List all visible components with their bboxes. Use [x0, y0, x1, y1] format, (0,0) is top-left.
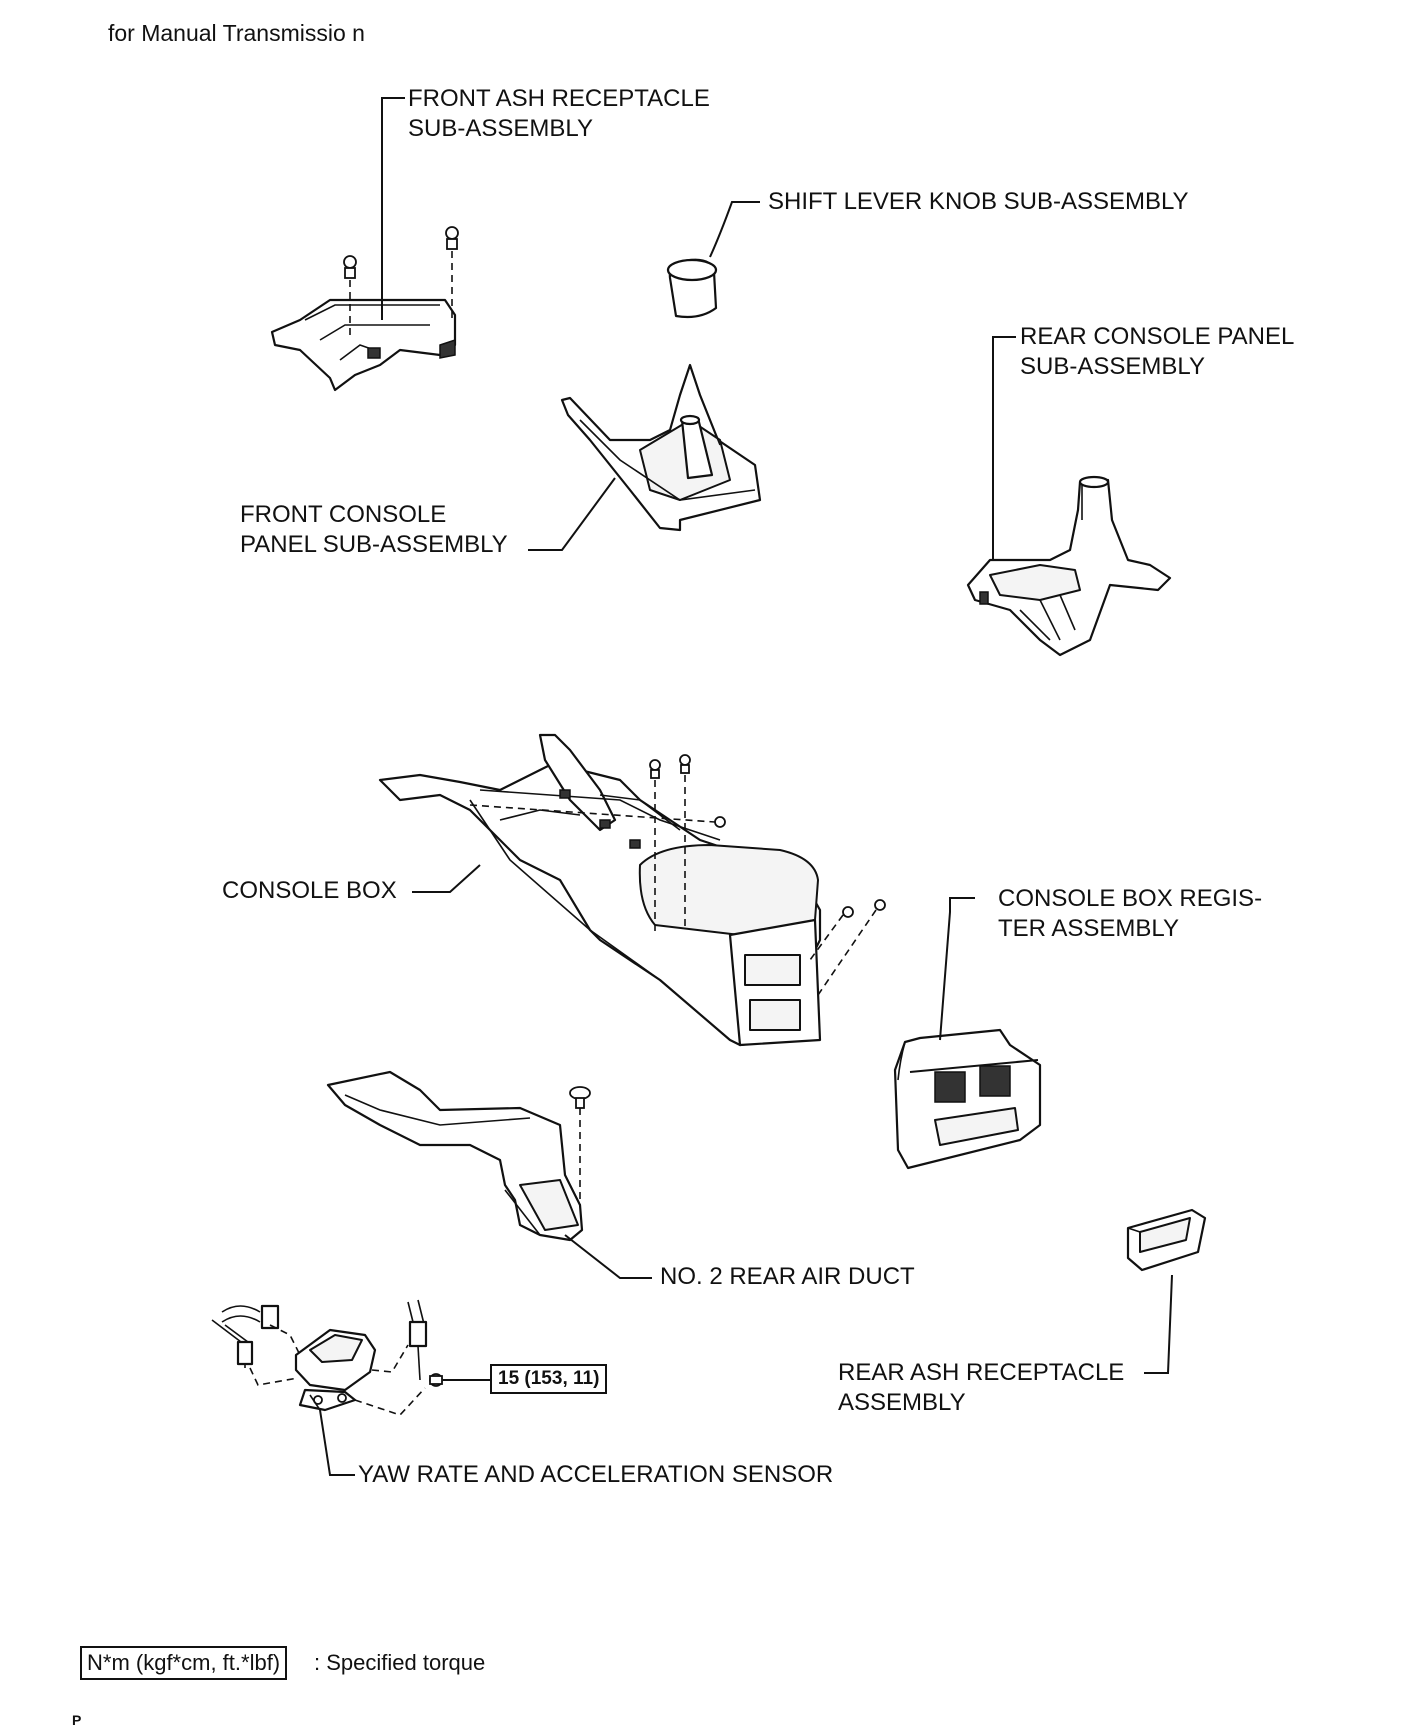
- shift-knob-leader: [709, 201, 760, 258]
- header-text: for Manual Transmissio n: [108, 20, 365, 46]
- label-yaw-rate-sensor: YAW RATE AND ACCELERATION SENSOR: [358, 1461, 834, 1488]
- label-console-box: CONSOLE BOX: [222, 877, 397, 904]
- yaw-sensor-dash-1: [269, 1324, 301, 1356]
- front-console-leader: [528, 477, 616, 551]
- console-box-register-part: [893, 1028, 1042, 1170]
- rear-ash-leader: [1144, 1274, 1173, 1374]
- front-console-panel-part: [560, 363, 762, 532]
- label-rear-ash-receptacle-line2: ASSEMBLY: [838, 1389, 966, 1416]
- yaw-rate-sensor-part: [294, 1328, 377, 1412]
- console-register-leader: [939, 897, 975, 1041]
- rear-ash-receptacle-part: [1126, 1208, 1207, 1272]
- label-no2-rear-air-duct: NO. 2 REAR AIR DUCT: [660, 1263, 915, 1290]
- torque-spec-box: 15 (153, 11): [490, 1364, 608, 1394]
- label-front-console-panel-line2: PANEL SUB-ASSEMBLY: [240, 531, 508, 558]
- label-front-ash-receptacle-line2: SUB-ASSEMBLY: [408, 115, 593, 142]
- page-mark: P: [72, 1712, 82, 1728]
- console-box-screw-3: [469, 804, 726, 828]
- rear-console-leader: [992, 336, 1016, 560]
- shift-lever-knob-part: [666, 258, 718, 319]
- legend-unit-box: N*m (kgf*cm, ft.*lbf): [80, 1646, 288, 1680]
- yaw-sensor-connector-left: [211, 1304, 280, 1368]
- label-rear-ash-receptacle-line1: REAR ASH RECEPTACLE: [838, 1359, 1125, 1386]
- yaw-sensor-bolt: [429, 1373, 443, 1387]
- label-console-box-register-line2: TER ASSEMBLY: [998, 915, 1179, 942]
- yaw-sensor-dash-3: [371, 1344, 409, 1373]
- yaw-sensor-dash-2: [249, 1367, 299, 1386]
- label-shift-lever-knob: SHIFT LEVER KNOB SUB-ASSEMBLY: [768, 188, 1189, 215]
- front-ash-screw-left: [343, 255, 357, 338]
- console-box-leader: [412, 864, 481, 893]
- front-ash-leader: [381, 97, 405, 320]
- console-box-screw-1: [649, 759, 661, 935]
- label-front-console-panel-line1: FRONT CONSOLE: [240, 501, 447, 528]
- label-rear-console-panel-line2: SUB-ASSEMBLY: [1020, 353, 1205, 380]
- front-ash-receptacle-part: [270, 298, 457, 392]
- label-console-box-register-line1: CONSOLE BOX REGIS-: [998, 885, 1263, 912]
- label-front-ash-receptacle-line1: FRONT ASH RECEPTACLE: [408, 85, 710, 112]
- front-ash-screw-right: [445, 226, 459, 320]
- rear-air-duct-part: [326, 1070, 584, 1242]
- air-duct-clip: [569, 1086, 591, 1205]
- air-duct-leader: [564, 1234, 652, 1279]
- yaw-sensor-leader: [319, 1409, 355, 1476]
- console-box-screw-5: [817, 899, 886, 996]
- yaw-sensor-dash-4: [354, 1387, 426, 1416]
- console-box-part: [378, 733, 822, 1047]
- legend-description: : Specified torque: [314, 1650, 486, 1675]
- yaw-sensor-connector-right: [407, 1299, 428, 1381]
- console-box-screw-2: [679, 754, 691, 930]
- label-rear-console-panel-line1: REAR CONSOLE PANEL: [1020, 323, 1295, 350]
- rear-console-panel-part: [966, 475, 1172, 657]
- console-box-screw-4: [809, 906, 854, 961]
